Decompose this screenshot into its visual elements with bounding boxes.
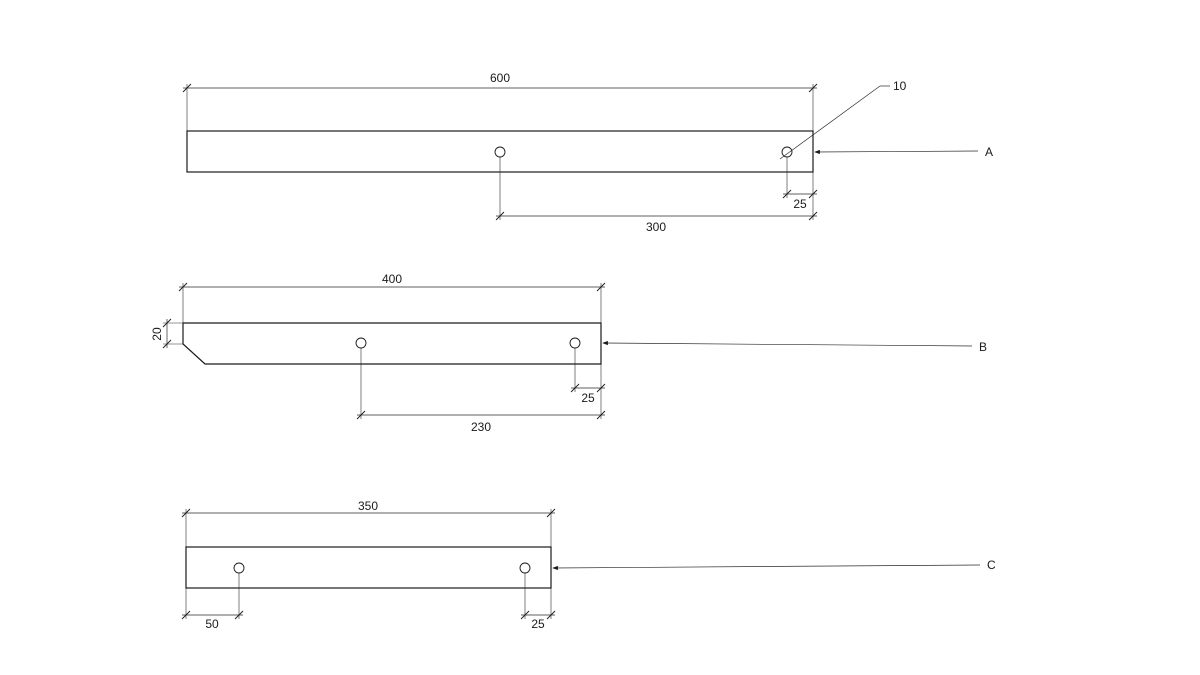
part-b-body [182,322,602,365]
part-b-hole-spacing-dimension: 230 [356,348,606,434]
part-b: 400 20 25 230 [150,272,987,434]
part-c-hole-end [519,562,531,574]
part-c-end-offset-dimension: 25 [520,573,556,631]
part-b-hole-spacing-label: 230 [471,420,491,434]
part-a-hole-end [781,146,793,158]
part-b-callout: B [602,340,987,354]
part-a-hole-spacing-dimension: 300 [495,157,818,234]
part-a-hole-center [494,146,506,158]
part-c-callout: C [552,558,996,572]
part-b-length-dimension: 400 [178,272,606,323]
part-b-end-offset-label: 25 [581,391,595,405]
part-c-end-offset-label: 25 [531,617,545,631]
part-b-hole-center [355,337,367,349]
part-c-start-offset-dimension: 50 [181,573,244,631]
part-a-end-offset-label: 25 [793,197,807,211]
part-b-chamfer-label: 20 [150,327,164,341]
part-c-body [185,546,552,589]
part-c-label: C [987,558,996,572]
part-c-length-label: 350 [358,499,378,513]
part-b-end-offset-dimension: 25 [570,348,606,405]
part-a-hole-diameter-leader: 10 [779,79,907,160]
part-c-start-offset-label: 50 [205,617,219,631]
part-a-label: A [985,145,993,159]
part-a-hole-diameter-label: 10 [893,79,907,93]
part-c-length-dimension: 350 [181,499,556,547]
part-a: 600 10 25 300 A [182,71,993,234]
part-a-length-label: 600 [490,71,510,85]
part-b-hole-end [569,337,581,349]
part-a-end-offset-dimension: 25 [782,157,818,211]
part-c: 350 50 25 C [181,499,996,631]
part-a-callout: A [814,145,993,159]
part-b-chamfer-dimension: 20 [150,318,183,349]
part-b-length-label: 400 [382,272,402,286]
part-b-label: B [979,340,987,354]
part-a-hole-spacing-label: 300 [646,220,666,234]
part-c-hole-start [233,562,245,574]
part-a-length-dimension: 600 [182,71,818,131]
